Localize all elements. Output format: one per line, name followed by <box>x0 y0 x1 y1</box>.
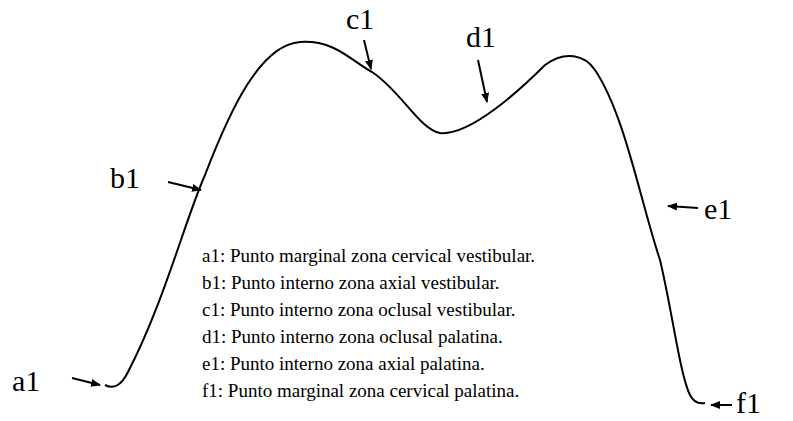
legend-note: b1: Punto interno zona axial vestibular. <box>202 273 500 292</box>
leader-arrow <box>72 378 100 385</box>
leader-arrow <box>168 182 201 190</box>
point-label: e1 <box>704 194 732 224</box>
point-label: c1 <box>346 4 374 34</box>
leader-arrow <box>478 60 487 102</box>
leader-arrow <box>711 404 732 406</box>
leader-arrow <box>364 40 371 69</box>
point-label: a1 <box>12 366 40 396</box>
cavity-outline <box>105 42 705 403</box>
legend-note: c1: Punto interno zona oclusal vestibula… <box>202 300 515 319</box>
point-label: d1 <box>466 22 496 52</box>
point-label: b1 <box>110 163 140 193</box>
legend-note: d1: Punto interno zona oclusal palatina. <box>202 327 503 346</box>
legend-note: a1: Punto marginal zona cervical vestibu… <box>202 246 535 265</box>
legend-note: e1: Punto interno zona axial palatina. <box>202 354 485 373</box>
leader-arrow <box>668 206 698 208</box>
legend-note: f1: Punto marginal zona cervical palatin… <box>202 381 519 400</box>
point-label: f1 <box>736 388 761 418</box>
